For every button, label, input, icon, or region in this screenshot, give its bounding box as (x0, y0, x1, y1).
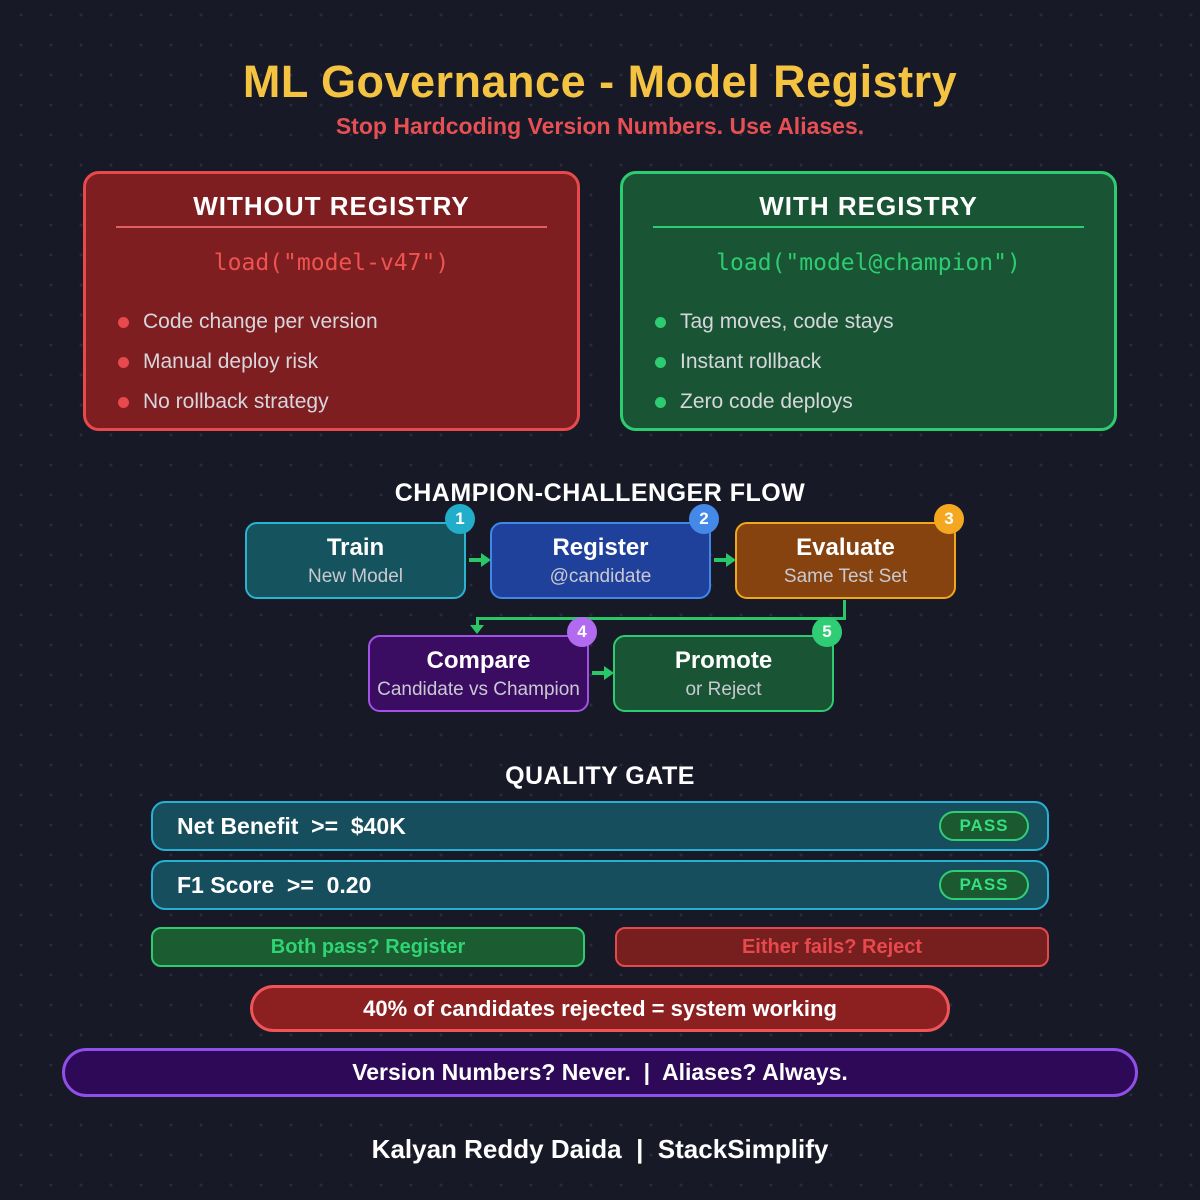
list-item: Zero code deploys (655, 382, 894, 422)
bullet-dot-icon (118, 396, 129, 408)
status-badge: PASS (939, 811, 1029, 841)
flow-step-compare: Compare Candidate vs Champion (368, 635, 589, 712)
arrow-down-icon (470, 625, 484, 634)
flow-step-subtitle: @candidate (549, 565, 652, 587)
status-badge: PASS (939, 870, 1029, 900)
step-number-badge: 2 (689, 504, 719, 534)
bullet-dot-icon (655, 356, 666, 368)
page-title: ML Governance - Model Registry (242, 56, 958, 107)
flow-step-title: Evaluate (796, 533, 895, 561)
divider (653, 226, 1084, 228)
with-registry-title: WITH REGISTRY (759, 191, 978, 221)
flow-step-subtitle: Same Test Set (783, 565, 908, 587)
with-registry-code: load("model@champion") (716, 250, 1021, 276)
bullet-dot-icon (118, 356, 129, 368)
step-number-badge: 3 (934, 504, 964, 534)
with-registry-bullets: Tag moves, code stays Instant rollback Z… (655, 302, 894, 422)
flow-step-title: Compare (426, 646, 531, 674)
flow-step-title: Register (552, 533, 649, 561)
arrow-right-icon (469, 553, 491, 567)
divider (116, 226, 547, 228)
flow-step-promote: Promote or Reject (613, 635, 834, 712)
list-item-label: Manual deploy risk (143, 350, 319, 373)
flow-step-subtitle: New Model (307, 565, 404, 587)
without-registry-card: WITHOUT REGISTRY load("model-v47") Code … (83, 171, 580, 431)
bullet-dot-icon (118, 316, 129, 328)
arrow-right-icon (592, 666, 614, 680)
without-registry-title: WITHOUT REGISTRY (193, 191, 470, 221)
list-item-label: Instant rollback (680, 350, 822, 373)
rejection-note-pill: 40% of candidates rejected = system work… (250, 985, 950, 1032)
list-item-label: No rollback strategy (143, 390, 329, 413)
either-fails-box: Either fails? Reject (615, 927, 1049, 967)
list-item-label: Tag moves, code stays (680, 310, 894, 333)
tagline-pill: Version Numbers? Never. | Aliases? Alway… (62, 1048, 1138, 1097)
without-registry-bullets: Code change per version Manual deploy ri… (118, 302, 378, 422)
bullet-dot-icon (655, 316, 666, 328)
connector-line (843, 600, 846, 620)
step-number-badge: 1 (445, 504, 475, 534)
quality-gate-heading: QUALITY GATE (505, 762, 695, 790)
step-number-badge: 5 (812, 617, 842, 647)
flow-step-subtitle: or Reject (685, 678, 762, 700)
list-item-label: Code change per version (143, 310, 378, 333)
list-item: Instant rollback (655, 342, 894, 382)
flow-heading: CHAMPION-CHALLENGER FLOW (394, 479, 806, 507)
footer-credit: Kalyan Reddy Daida | StackSimplify (371, 1134, 829, 1164)
arrow-right-icon (714, 553, 736, 567)
without-registry-code: load("model-v47") (213, 250, 450, 276)
list-item: Tag moves, code stays (655, 302, 894, 342)
list-item: Code change per version (118, 302, 378, 342)
with-registry-card: WITH REGISTRY load("model@champion") Tag… (620, 171, 1117, 431)
list-item: No rollback strategy (118, 382, 378, 422)
bullet-dot-icon (655, 396, 666, 408)
flow-step-register: Register @candidate (490, 522, 711, 599)
flow-step-train: Train New Model (245, 522, 466, 599)
list-item-label: Zero code deploys (680, 390, 853, 413)
quality-check-label: F1 Score >= 0.20 (177, 871, 372, 898)
list-item: Manual deploy risk (118, 342, 378, 382)
flow-step-title: Train (326, 533, 385, 561)
flow-step-subtitle: Candidate vs Champion (377, 678, 580, 700)
both-pass-box: Both pass? Register (151, 927, 585, 967)
quality-check-row: Net Benefit >= $40K PASS (151, 801, 1049, 851)
step-number-badge: 4 (567, 617, 597, 647)
quality-check-row: F1 Score >= 0.20 PASS (151, 860, 1049, 910)
connector-line (476, 617, 846, 620)
flow-step-evaluate: Evaluate Same Test Set (735, 522, 956, 599)
connector-line (476, 617, 479, 626)
page-subtitle: Stop Hardcoding Version Numbers. Use Ali… (335, 113, 865, 139)
flow-step-title: Promote (674, 646, 773, 674)
quality-check-label: Net Benefit >= $40K (177, 812, 406, 839)
